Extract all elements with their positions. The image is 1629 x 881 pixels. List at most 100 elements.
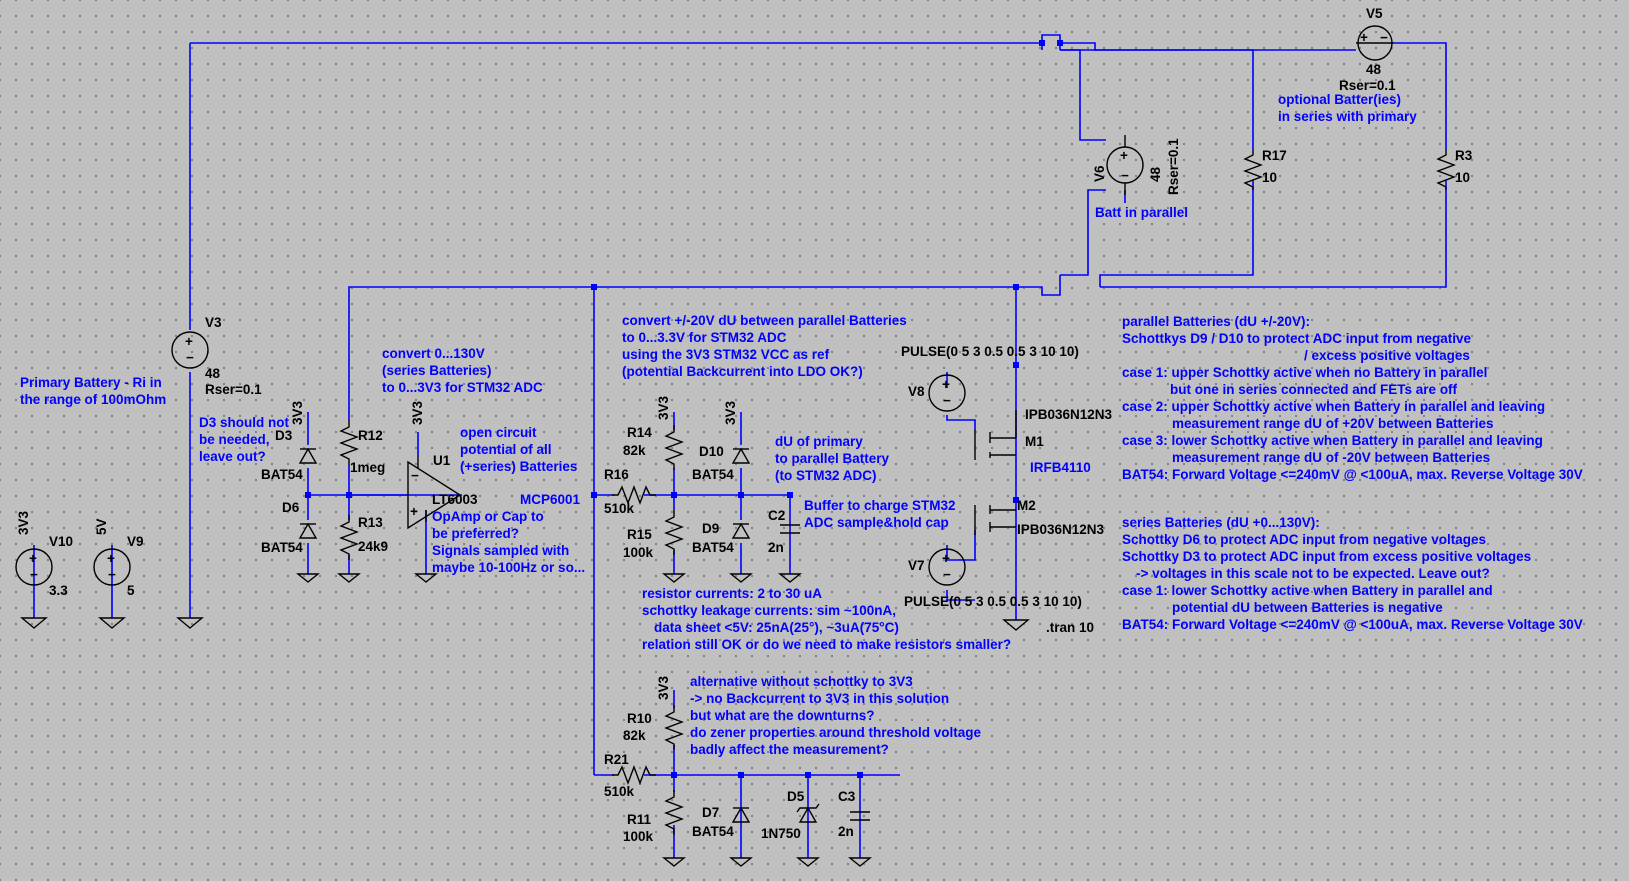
r17-value: 10 <box>1262 170 1277 185</box>
mosfet-shared-label: IRFB4110 <box>1030 460 1091 475</box>
comment-buffer: Buffer to charge STM32 ADC sample&hold c… <box>804 498 956 530</box>
mosfet-m2[interactable]: M2 IPB036N12N3 <box>974 498 1105 537</box>
resistor-r13[interactable]: R13 24k9 <box>339 515 388 560</box>
v9-value: 5 <box>127 583 135 598</box>
voltage-source-v10[interactable]: + − 3V3 V10 3.3 <box>15 510 73 598</box>
diode-d3[interactable]: 3V3 D3 BAT54 <box>261 400 318 482</box>
svg-text:-> voltages in this scale not: -> voltages in this scale not to be expe… <box>1136 566 1490 581</box>
v3-value: 48 <box>205 366 221 381</box>
resistor-r12[interactable]: R12 1meg <box>339 420 385 475</box>
svg-text:badly affect the measurement?: badly affect the measurement? <box>690 742 889 757</box>
svg-text:alternative without schottky t: alternative without schottky to 3V3 <box>690 674 913 689</box>
v5-ref: V5 <box>1366 6 1383 21</box>
mosfet-m1[interactable]: IPB036N12N3 M1 <box>974 407 1113 460</box>
v6-ref: V6 <box>1092 165 1107 182</box>
r21-ref: R21 <box>604 752 629 767</box>
svg-text:Schottky D3 to protect ADC inp: Schottky D3 to protect ADC input from ex… <box>1122 549 1531 564</box>
resistor-r10[interactable]: R10 82k <box>623 705 684 750</box>
comment-primary: Primary Battery - Ri in the range of 100… <box>20 375 166 407</box>
svg-text:(to STM32 ADC): (to STM32 ADC) <box>775 468 877 483</box>
opamp-u1[interactable]: − + 3V3 U1 LT6003 <box>407 400 478 530</box>
svg-text:optional Batter(ies): optional Batter(ies) <box>1278 92 1401 107</box>
svg-text:case 3: lower Schottky active: case 3: lower Schottky active when Batte… <box>1122 433 1543 448</box>
d10-net-label: 3V3 <box>723 400 738 425</box>
svg-text:to parallel Battery: to parallel Battery <box>775 451 890 466</box>
voltage-source-v6[interactable]: + − V6 48 Rser=0.1 <box>1092 135 1181 195</box>
svg-text:convert 0...130V: convert 0...130V <box>382 346 485 361</box>
resistor-r11[interactable]: R11 100k <box>623 790 684 844</box>
svg-text:relation still OK or do we nee: relation still OK or do we need to make … <box>642 637 1011 652</box>
m1-value: IPB036N12N3 <box>1025 407 1113 422</box>
svg-text:Primary Battery - Ri in: Primary Battery - Ri in <box>20 375 162 390</box>
svg-text:Batt in parallel: Batt in parallel <box>1095 205 1188 220</box>
voltage-source-v9[interactable]: + − 5V V9 5 <box>93 518 144 598</box>
v10-net-label: 3V3 <box>16 510 31 535</box>
v9-net-label: 5V <box>94 518 109 535</box>
svg-text:+: + <box>942 377 950 392</box>
r21-value: 510k <box>604 784 635 799</box>
r15-value: 100k <box>623 545 654 560</box>
svg-text:−: − <box>186 350 194 365</box>
v8-value: PULSE(0 5 3 0.5 0.5 3 10 10) <box>901 344 1079 359</box>
resistor-r21[interactable]: R21 510k <box>604 752 656 799</box>
svg-text:leave out?: leave out? <box>199 449 266 464</box>
svg-text:+: + <box>107 551 115 566</box>
v10-ref: V10 <box>49 534 73 549</box>
svg-text:in series with primary: in series with primary <box>1278 109 1417 124</box>
svg-text:(potential Backcurrent into LD: (potential Backcurrent into LDO OK?) <box>622 364 863 379</box>
r15-ref: R15 <box>627 527 652 542</box>
svg-text:parallel Batteries (dU +/-20V): parallel Batteries (dU +/-20V): <box>1122 314 1310 329</box>
m2-value: IPB036N12N3 <box>1017 522 1105 537</box>
svg-text:−: − <box>1121 168 1129 183</box>
svg-text:+: + <box>410 504 418 519</box>
u1-net-label: 3V3 <box>410 400 425 425</box>
resistor-r17[interactable]: R17 10 <box>1243 148 1287 190</box>
svg-text:measurement range dU of +20V b: measurement range dU of +20V between Bat… <box>1172 416 1494 431</box>
svg-text:Schottkys D9 / D10 to protect: Schottkys D9 / D10 to protect ADC input … <box>1122 331 1472 346</box>
svg-text:OpAmp or Cap to: OpAmp or Cap to <box>432 509 544 524</box>
junctions <box>305 40 1063 778</box>
resistor-r15[interactable]: R15 100k <box>623 510 684 560</box>
zener-d5[interactable]: D5 1N750 <box>761 789 820 841</box>
comment-parallel-convert: convert +/-20V dU between parallel Batte… <box>622 313 907 379</box>
capacitor-c2[interactable]: C2 2n <box>768 508 800 555</box>
v6-param: Rser=0.1 <box>1166 138 1181 195</box>
svg-text:-> no Backcurrent to 3V3 in th: -> no Backcurrent to 3V3 in this solutio… <box>690 691 949 706</box>
resistor-r3[interactable]: R3 10 <box>1436 148 1473 190</box>
svg-text:−: − <box>30 567 38 582</box>
wires[interactable] <box>33 34 1447 858</box>
d6-ref: D6 <box>282 500 300 515</box>
svg-text:MCP6001: MCP6001 <box>520 492 581 507</box>
svg-text:case 2: upper Schottky active: case 2: upper Schottky active when Batte… <box>1122 399 1545 414</box>
voltage-source-v3[interactable]: + − V3 48 Rser=0.1 <box>171 315 262 397</box>
voltage-source-v5[interactable]: + − V5 48 Rser=0.1 <box>1339 6 1396 93</box>
d10-value: BAT54 <box>692 467 734 482</box>
comment-d3: D3 should not be needed, leave out? <box>199 415 289 464</box>
svg-text:case 1: upper Schottky active: case 1: upper Schottky active when no Ba… <box>1122 365 1487 380</box>
voltage-source-v7[interactable]: + − V7 PULSE(0 5 3 0.5 0.5 3 10 10) <box>904 548 1082 609</box>
svg-text:the range of 100mOhm: the range of 100mOhm <box>20 392 166 407</box>
resistor-r16[interactable]: R16 510k <box>604 467 656 516</box>
diode-d6[interactable]: D6 BAT54 <box>261 500 318 555</box>
svg-text:to 0...3V3 for STM32 ADC: to 0...3V3 for STM32 ADC <box>382 380 543 395</box>
svg-text:BAT54: Forward Voltage <=240mV: BAT54: Forward Voltage <=240mV @ <100uA,… <box>1122 617 1583 632</box>
svg-text:D3 should not: D3 should not <box>199 415 289 430</box>
r13-ref: R13 <box>358 515 383 530</box>
diode-d10[interactable]: 3V3 D10 BAT54 <box>692 400 751 482</box>
resistor-r14[interactable]: R14 82k <box>623 425 684 470</box>
diode-d7[interactable]: D7 BAT54 <box>692 805 751 839</box>
comment-du: dU of primary to parallel Battery (to ST… <box>775 434 890 483</box>
capacitor-c3[interactable]: C3 2n <box>838 789 870 839</box>
d10-ref: D10 <box>699 444 724 459</box>
r11-ref: R11 <box>627 812 652 827</box>
svg-text:but what are the downturns?: but what are the downturns? <box>690 708 875 723</box>
diode-d9[interactable]: D9 BAT54 <box>692 521 751 555</box>
r11-value: 100k <box>623 829 654 844</box>
r3-value: 10 <box>1455 170 1470 185</box>
svg-text:+: + <box>942 551 950 566</box>
voltage-source-v8[interactable]: + − V8 PULSE(0 5 3 0.5 0.5 3 10 10) <box>901 344 1079 412</box>
comment-open-circuit: open circuit potential of all (+series) … <box>460 425 577 474</box>
svg-text:series Batteries (dU +0...130V: series Batteries (dU +0...130V): <box>1122 515 1320 530</box>
svg-text:+: + <box>1360 30 1368 45</box>
